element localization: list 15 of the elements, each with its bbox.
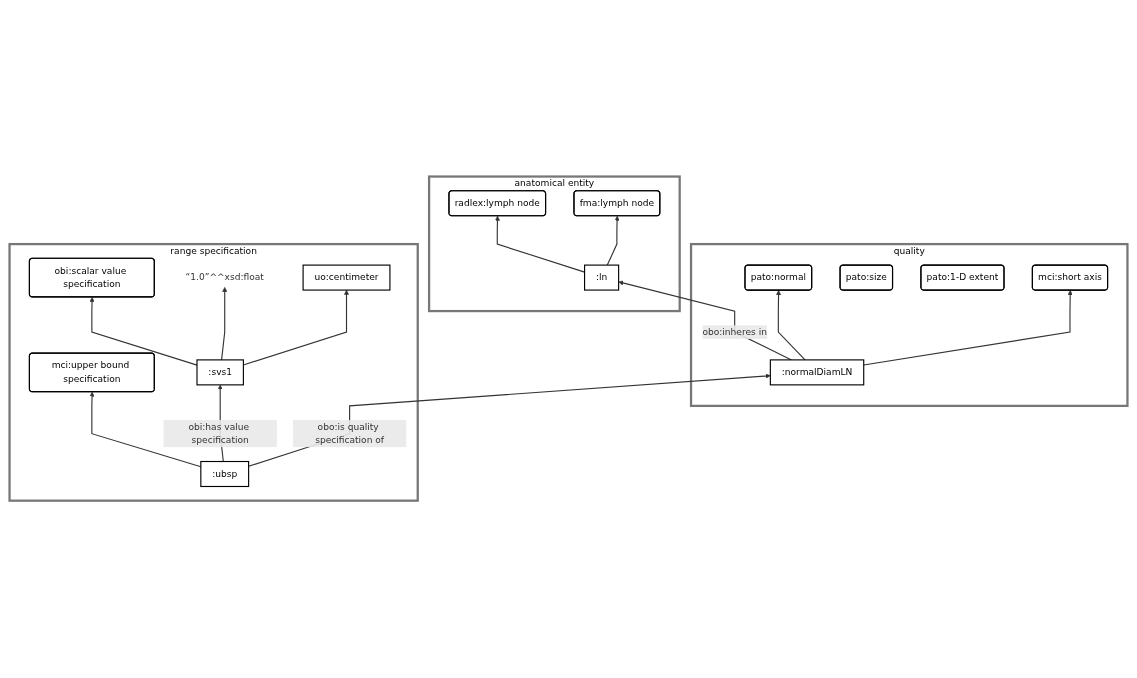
edge-label: obo:is quality specification of	[315, 421, 385, 446]
arrow	[248, 373, 771, 468]
edge-label: obi:has value specification	[188, 421, 250, 446]
edge-label: obo:inheres in	[702, 326, 767, 338]
node-box: :ubsp	[200, 461, 250, 488]
node-box: :normalDiamLN	[769, 359, 865, 386]
node-box: :svs1	[196, 359, 244, 386]
node-box: :ln	[584, 264, 620, 292]
arrow	[776, 290, 806, 361]
arrow	[618, 280, 793, 361]
arrow	[221, 287, 228, 361]
arrow	[863, 290, 1073, 366]
node-text: “1.0”^^xsd:float	[185, 272, 264, 284]
node-box: uo:centimeter	[302, 264, 391, 292]
arrow	[606, 216, 620, 267]
